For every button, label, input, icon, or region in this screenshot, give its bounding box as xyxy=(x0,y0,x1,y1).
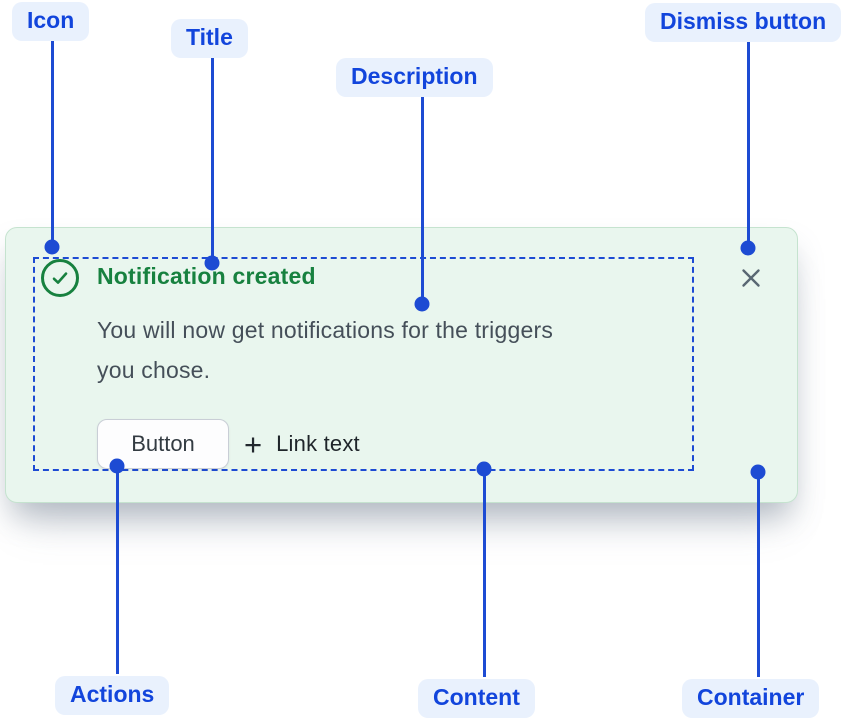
callout-label-description: Description xyxy=(336,58,493,97)
notification-description-line: you chose. xyxy=(97,357,211,383)
callout-dot-content xyxy=(476,461,492,477)
link-label: Link text xyxy=(276,431,360,456)
callout-line-dismiss xyxy=(746,41,750,248)
callout-line-content xyxy=(482,469,486,677)
callout-line-description xyxy=(420,96,424,304)
callout-label-title: Title xyxy=(171,19,248,58)
callout-dot-dismiss xyxy=(740,240,756,256)
callout-dot-title xyxy=(204,255,220,271)
notification-container: Notification created You will now get no… xyxy=(5,227,798,503)
callout-label-icon: Icon xyxy=(12,2,90,41)
callout-line-actions xyxy=(115,466,119,674)
callout-dot-container xyxy=(750,464,766,480)
link-action[interactable]: + Link text xyxy=(244,419,360,469)
dismiss-button[interactable] xyxy=(734,261,768,295)
callout-dot-description xyxy=(414,296,430,312)
callout-label-dismiss-button: Dismiss button xyxy=(645,3,842,42)
plus-icon: + xyxy=(244,426,263,462)
callout-label-content: Content xyxy=(418,679,535,718)
callout-dot-actions xyxy=(109,458,125,474)
notification-description: You will now get notifications for the t… xyxy=(97,310,553,390)
callout-line-container xyxy=(756,472,760,677)
callout-line-icon xyxy=(50,41,54,247)
callout-line-title xyxy=(210,57,214,263)
notification-description-line: You will now get notifications for the t… xyxy=(97,317,554,343)
callout-label-container: Container xyxy=(682,679,820,718)
success-check-icon xyxy=(41,259,79,297)
close-icon xyxy=(742,269,760,287)
callout-label-actions: Actions xyxy=(55,676,170,715)
callout-dot-icon xyxy=(44,239,60,255)
